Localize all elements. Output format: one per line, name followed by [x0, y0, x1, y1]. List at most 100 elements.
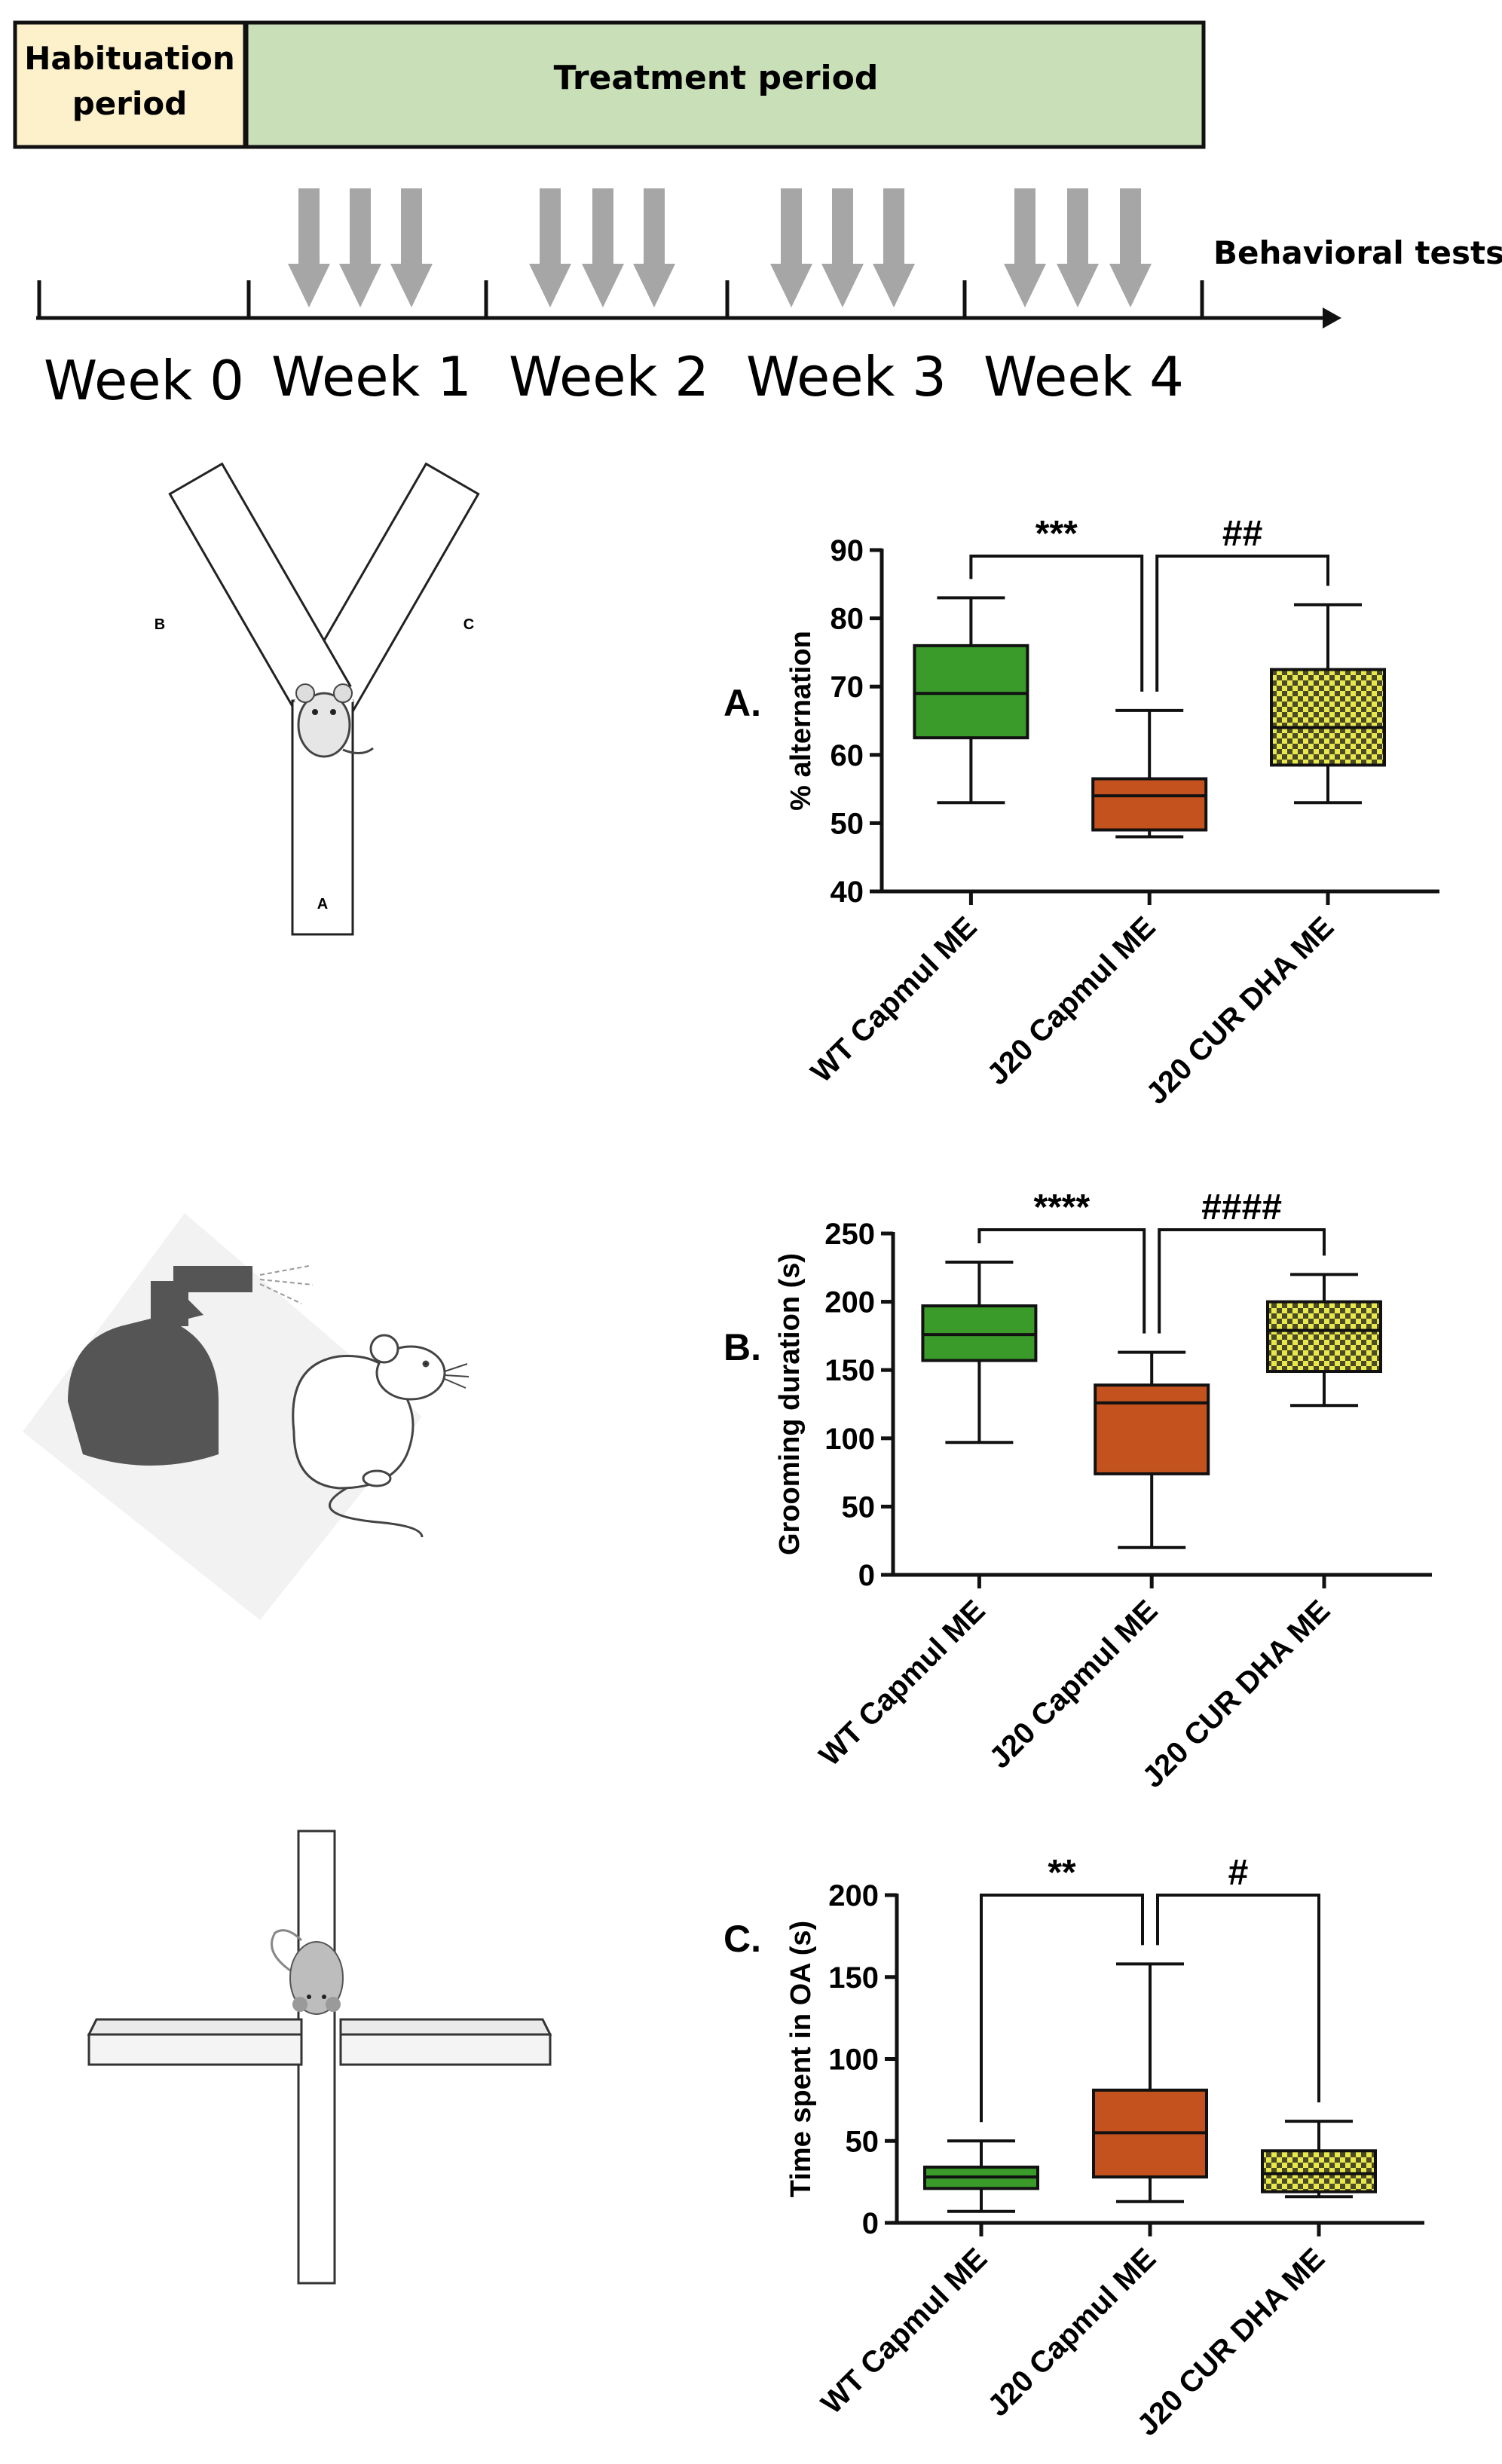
- box-iqr: [1091, 777, 1208, 832]
- category-label: WT Capmul ME: [815, 2242, 993, 2420]
- maze-closed-arm-vertical: [297, 1830, 336, 2285]
- y-maze-label-c: C: [463, 616, 474, 633]
- timeline: Habituation period Treatment period Beha…: [13, 20, 1502, 412]
- box-2: [1266, 1273, 1382, 1408]
- significance-label: ##: [1222, 514, 1262, 554]
- y-axis-label: % alternation: [785, 631, 817, 811]
- y-tick-label: 70: [831, 671, 864, 704]
- dose-arrow-week4-1-icon: [1004, 188, 1046, 307]
- significance-bracket: [1155, 555, 1329, 692]
- maze-open-arm-left: [87, 2033, 303, 2066]
- significance-label: ****: [1033, 1188, 1090, 1227]
- dose-arrow-week2-3-icon: [633, 188, 675, 307]
- week-label-4: Week 4: [983, 345, 1184, 408]
- panel-label: C.: [723, 1918, 761, 1960]
- y-tick-label: 40: [831, 876, 864, 909]
- y-maze-label-a: A: [317, 896, 328, 913]
- week-label-3: Week 3: [746, 345, 947, 408]
- significance-bracket: [977, 1228, 1146, 1334]
- box-iqr: [1270, 668, 1386, 767]
- maze-open-arm-left-top: [87, 2018, 303, 2036]
- y-maze-label-b: B: [154, 616, 165, 633]
- week-label-0: Week 0: [44, 349, 244, 412]
- significance-bracket: [969, 555, 1144, 692]
- y-tick-label: 250: [824, 1218, 875, 1251]
- box-2: [1261, 2120, 1377, 2199]
- box-1: [1094, 1350, 1210, 1549]
- panel-label: A.: [723, 682, 761, 724]
- week-label-2: Week 2: [509, 345, 709, 408]
- chart-1: B.Grooming duration (s)050100150200250WT…: [723, 1188, 1432, 1794]
- category-label: J20 Capmul ME: [981, 2242, 1162, 2423]
- box-iqr: [1261, 2149, 1377, 2193]
- chart-2: C. Time spent in OA (s) 0 50 100 150 200 WT Cap…: [723, 1853, 1424, 2442]
- box-0: [921, 1261, 1038, 1444]
- timeline-arrowhead-icon: [1323, 307, 1341, 329]
- significance-bracket: [980, 1894, 1144, 2123]
- y-tick-label: 100: [828, 2044, 879, 2077]
- y-tick-label: 0: [858, 1559, 875, 1592]
- dose-arrow-week1-3-icon: [390, 188, 433, 307]
- dose-arrow-week1-2-icon: [339, 188, 381, 307]
- significance-label: #: [1228, 1853, 1249, 1893]
- maze-open-arm-right-top: [339, 2018, 552, 2036]
- category-label: J20 CUR DHA ME: [1136, 1594, 1337, 1794]
- spray-bottle-icon: [68, 1265, 314, 1466]
- box-0: [913, 596, 1029, 805]
- category-label: J20 CUR DHA ME: [1131, 2242, 1332, 2442]
- significance-label: ####: [1201, 1188, 1282, 1227]
- y-tick-label: 50: [831, 807, 864, 840]
- dose-arrow-week1-1-icon: [288, 188, 330, 307]
- category-label: J20 Capmul ME: [983, 1594, 1164, 1775]
- y-tick-label: 80: [831, 603, 864, 636]
- mouse-top-icon: [271, 1929, 344, 2015]
- mouse-icon: [295, 683, 374, 758]
- y-tick-label: 200: [828, 1879, 879, 1912]
- splash-test-illustration: [23, 1213, 470, 1620]
- dose-arrow-week4-3-icon: [1109, 188, 1152, 307]
- category-label: J20 Capmul ME: [980, 910, 1161, 1091]
- y-axis-label: Time spent in OA (s): [785, 1921, 817, 2197]
- box-0: [923, 2139, 1039, 2213]
- y-tick-label: 0: [862, 2207, 879, 2240]
- treatment-period-box: [244, 20, 1206, 149]
- dose-arrow-week3-2-icon: [821, 188, 864, 307]
- y-tick-label: 150: [828, 1961, 879, 1995]
- treatment-label: Treatment period: [554, 59, 879, 97]
- behavioral-tests-label: Behavioral tests: [1213, 234, 1502, 271]
- dose-arrow-week3-3-icon: [873, 188, 915, 307]
- habituation-label-line2: period: [72, 85, 188, 122]
- spray-background: [23, 1213, 422, 1620]
- panel-label: B.: [723, 1326, 761, 1368]
- box-iqr: [1266, 1300, 1382, 1374]
- y-tick-label: 150: [824, 1354, 875, 1387]
- dose-arrow-week2-1-icon: [529, 188, 571, 307]
- box-1: [1092, 1962, 1208, 2203]
- category-label: WT Capmul ME: [805, 910, 983, 1089]
- box-1: [1091, 708, 1208, 839]
- maze-open-arm-right: [339, 2033, 552, 2066]
- y-tick-label: 100: [824, 1423, 875, 1456]
- habituation-period-box: [13, 20, 247, 149]
- y-tick-label: 50: [846, 2125, 879, 2158]
- significance-bracket: [1158, 1228, 1326, 1334]
- habituation-label-line1: Habituation: [24, 40, 235, 77]
- y-maze-illustration: B C A: [154, 462, 480, 936]
- mouse-sitting-icon: [292, 1334, 470, 1538]
- dose-arrow-week3-1-icon: [770, 188, 812, 307]
- significance-label: ***: [1035, 514, 1078, 554]
- elevated-plus-maze-illustration: [87, 1830, 552, 2285]
- category-label: WT Capmul ME: [813, 1594, 992, 1772]
- y-maze-arm-c: [168, 462, 352, 718]
- dose-arrow-week2-2-icon: [582, 188, 624, 307]
- dosing-arrows: [288, 188, 1152, 307]
- week-label-1: Week 1: [271, 345, 472, 408]
- dose-arrow-week4-2-icon: [1057, 188, 1099, 307]
- y-tick-label: 200: [824, 1286, 875, 1319]
- y-axis-label: Grooming duration (s): [774, 1253, 806, 1555]
- box-2: [1270, 603, 1386, 805]
- significance-bracket: [1156, 1894, 1320, 2103]
